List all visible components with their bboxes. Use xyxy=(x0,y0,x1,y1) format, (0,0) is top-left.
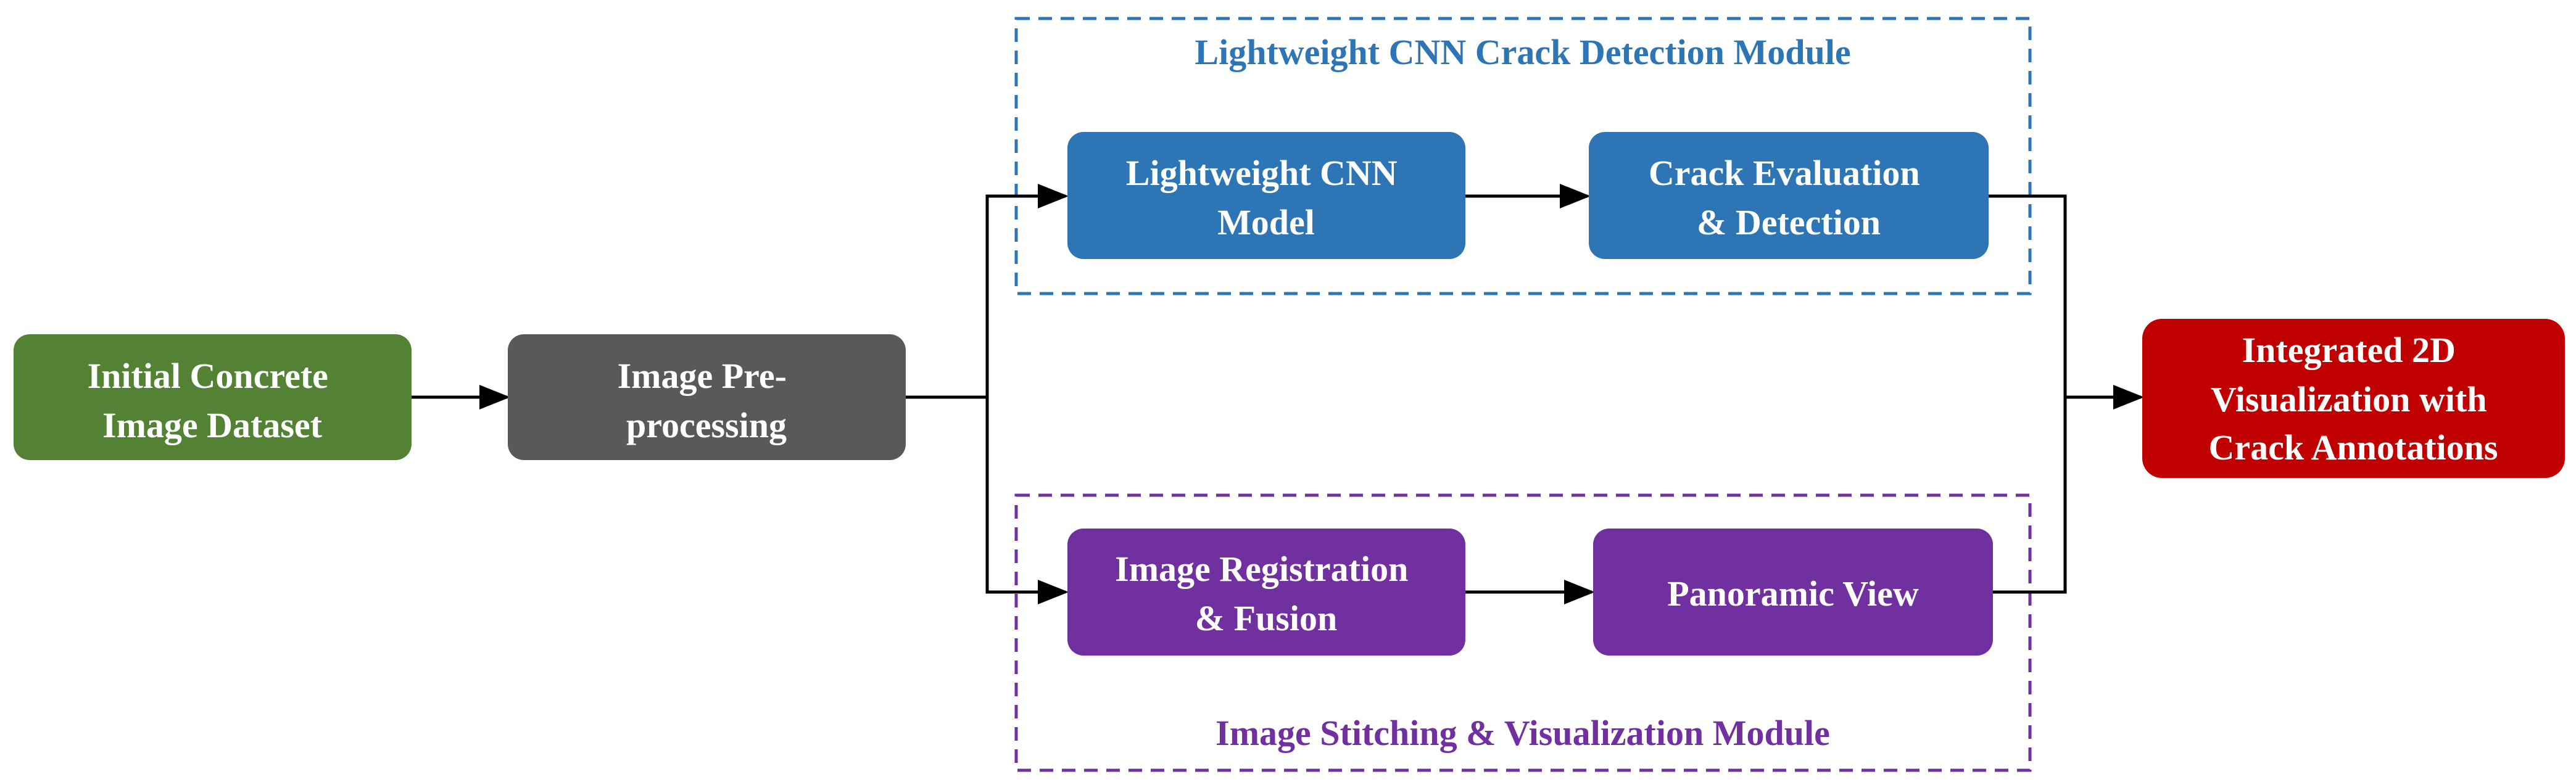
node-dataset: Initial Concrete Image Dataset xyxy=(14,334,412,460)
crack-eval-label-line-1: Crack Evaluation xyxy=(1649,153,1920,193)
node-integrated: Integrated 2D Visualization with Crack A… xyxy=(2142,319,2565,478)
node-crack-eval: Crack Evaluation & Detection xyxy=(1589,132,1989,259)
panoramic-box xyxy=(1593,529,1993,656)
svg-text:Integrated 2D Visualizat: Integrated 2D Visualization with Crack A… xyxy=(2209,330,2498,467)
arrow-split-to-cnn xyxy=(985,184,1069,397)
node-panoramic: Panoramic View xyxy=(1593,529,1993,656)
arrow-split-to-registration xyxy=(985,397,1069,604)
panoramic-label-line-1: Panoramic View xyxy=(1667,574,1919,614)
registration-label-line-2: & Fusion xyxy=(1195,598,1337,638)
svg-text:Initial Concrete Image D: Initial Concrete Image Dataset xyxy=(88,356,338,445)
cnn-module-title: Lightweight CNN Crack Detection Module xyxy=(1195,32,1850,72)
node-registration: Image Registration & Fusion xyxy=(1067,529,1465,656)
registration-label-line-1: Image Registration xyxy=(1115,549,1408,589)
preprocess-label-line-2: processing xyxy=(626,405,787,445)
line-panoramic-merge xyxy=(1992,397,2067,594)
node-cnn-model: Lightweight CNN Model xyxy=(1067,132,1465,259)
svg-text:Image Registration & Fus: Image Registration & Fusion xyxy=(1115,549,1417,638)
connectors xyxy=(410,184,2144,604)
dataset-label-line-2: Image Dataset xyxy=(102,405,323,445)
cnn-model-label-line-1: Lightweight CNN xyxy=(1126,153,1398,193)
registration-box xyxy=(1067,529,1465,656)
cnn-model-label-line-2: Model xyxy=(1217,202,1315,242)
svg-text:Image Pre- processing: Image Pre- processing xyxy=(618,356,796,445)
preprocess-label-line-1: Image Pre- xyxy=(618,356,787,396)
crack-eval-label-line-2: & Detection xyxy=(1697,202,1881,242)
integrated-label-line-1: Integrated 2D xyxy=(2242,330,2456,370)
svg-text:Panoramic View: Panoramic View xyxy=(1667,574,1919,614)
crack-eval-box xyxy=(1589,132,1989,259)
integrated-label-line-3: Crack Annotations xyxy=(2209,427,2498,467)
preprocess-box xyxy=(508,334,906,460)
svg-text:Lightweight CNN Model: Lightweight CNN Model xyxy=(1126,153,1406,242)
integrated-label-line-2: Visualization with xyxy=(2211,379,2487,419)
node-preprocess: Image Pre- processing xyxy=(508,334,906,460)
dataset-label-line-1: Initial Concrete xyxy=(88,356,328,396)
svg-text:Crack Evaluation & Detec: Crack Evaluation & Detection xyxy=(1649,153,1929,242)
integrated-box xyxy=(2142,319,2565,478)
cnn-model-box xyxy=(1067,132,1465,259)
dataset-box xyxy=(14,334,412,460)
line-eval-merge xyxy=(1989,194,2067,397)
stitch-module-title: Image Stitching & Visualization Module xyxy=(1216,713,1830,753)
